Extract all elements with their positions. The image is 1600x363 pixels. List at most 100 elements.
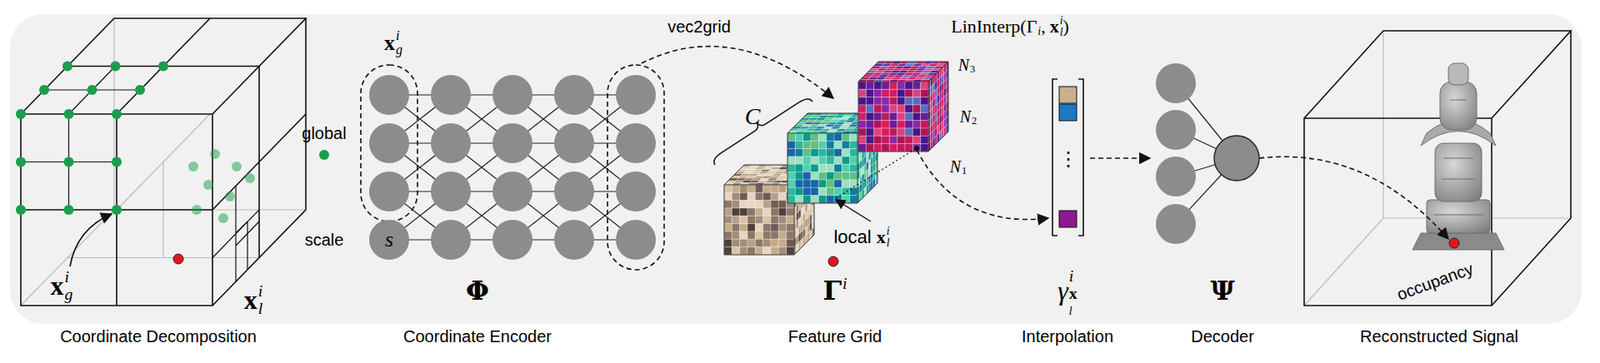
- feature-grid: [905, 120, 913, 129]
- feature-grid: [889, 105, 897, 113]
- script-pair: 1: [961, 156, 967, 177]
- script-pair: i: [886, 225, 890, 238]
- feature-grid: [897, 105, 905, 113]
- feature-grid: [747, 200, 755, 209]
- feature-grid: [874, 112, 882, 120]
- input-group: [360, 65, 418, 222]
- hidden-edge: [1304, 30, 1571, 306]
- feature-grid: [803, 156, 811, 165]
- feature-grid: [865, 89, 874, 97]
- script-pair: il: [886, 225, 890, 250]
- feature-arrow: [1090, 157, 1150, 160]
- encoder-network: [430, 220, 471, 260]
- feature-grid: [770, 200, 779, 209]
- feature-grid: [841, 133, 850, 141]
- label: i: [258, 282, 264, 300]
- octree-cube: [20, 18, 306, 306]
- feature-grid: [810, 149, 819, 157]
- local-arrow: [835, 200, 871, 222]
- feature-grid: [889, 89, 897, 97]
- feature-grid: [770, 224, 779, 232]
- feature-grid: [763, 208, 771, 216]
- decoder-network: [1155, 63, 1196, 104]
- feature-grid: [731, 215, 740, 224]
- stage-caption: Interpolation: [1021, 328, 1114, 345]
- feature-grid: [755, 192, 763, 200]
- feature-grid: [858, 89, 866, 97]
- label: x: [244, 286, 258, 314]
- stage-caption: Reconstructed Signal: [1360, 328, 1519, 345]
- feature-grid: [841, 156, 850, 165]
- feature-grid: [770, 185, 779, 193]
- feature-grid: [747, 247, 755, 255]
- feature-grid: [740, 192, 748, 200]
- lattice-points: [188, 161, 199, 172]
- feature-grid: [826, 164, 835, 172]
- encoder-network: [615, 123, 656, 164]
- feature-grid: [755, 185, 763, 193]
- feature-grid: [897, 135, 905, 144]
- script-pair: l: [258, 300, 264, 318]
- label: vec2grid: [667, 18, 731, 35]
- feature-grid: [841, 164, 850, 172]
- feature-grid: [731, 247, 740, 255]
- encoder-network: [492, 123, 533, 164]
- script-pair: i: [1037, 15, 1041, 39]
- feature-grid: [920, 89, 929, 97]
- feature-grid: [858, 81, 866, 90]
- statue: [1433, 100, 1484, 215]
- octree-split: [20, 66, 260, 283]
- label: x: [384, 32, 395, 55]
- feature-grid: [795, 164, 803, 172]
- label: Φ: [465, 277, 490, 305]
- output-group: [607, 65, 665, 270]
- feature-grid: [850, 180, 858, 188]
- feature-grid: [834, 180, 842, 188]
- encoder-network: [554, 123, 595, 164]
- feature-grid: [778, 231, 786, 240]
- statue: [1412, 63, 1505, 250]
- feature-grid: [841, 187, 850, 195]
- label: LinInterp(Γ: [950, 17, 1037, 36]
- lattice-points: [111, 157, 122, 168]
- script-pair: i: [1069, 267, 1078, 285]
- feature-grid: [818, 195, 826, 204]
- statue: [1412, 233, 1505, 250]
- lattice-points: [15, 205, 26, 215]
- feature-grid: [740, 208, 748, 216]
- feature-grid: [731, 231, 740, 240]
- feature-grid: [850, 195, 858, 204]
- feature-grid: [724, 247, 732, 255]
- feature-grid: [889, 112, 897, 120]
- script-pair: 2: [971, 106, 977, 127]
- feature-grid: [865, 120, 874, 129]
- feature-grid: [810, 133, 819, 141]
- feature-grid: [874, 105, 882, 113]
- query-point: [1449, 238, 1460, 249]
- feature-grid: [818, 180, 826, 188]
- encoder-network: [369, 123, 410, 164]
- input-label: scale: [305, 231, 345, 249]
- label: i: [1037, 25, 1041, 38]
- feature-grid: [826, 180, 835, 188]
- dimension-label: N2: [960, 106, 978, 127]
- feature-grid: [818, 149, 826, 157]
- script-pair: g: [395, 43, 403, 58]
- decoder-network: [1155, 204, 1196, 245]
- feature-grid: [834, 156, 842, 165]
- feature-grid: [874, 81, 882, 90]
- feature-grid: [858, 61, 949, 152]
- feature-grid: [810, 156, 819, 165]
- feature-grid: [803, 195, 811, 204]
- feature-grid: [912, 97, 920, 105]
- global-point: [319, 150, 330, 160]
- feature-grid: [803, 164, 811, 172]
- statue: [1426, 200, 1490, 234]
- hidden-edge: [20, 18, 306, 306]
- script-pair: i: [258, 282, 264, 300]
- feature-grid: [747, 215, 755, 224]
- label: N: [950, 158, 961, 175]
- feature-grid: [724, 61, 949, 255]
- feature-grid: [881, 81, 890, 90]
- feature-grid: [795, 195, 803, 204]
